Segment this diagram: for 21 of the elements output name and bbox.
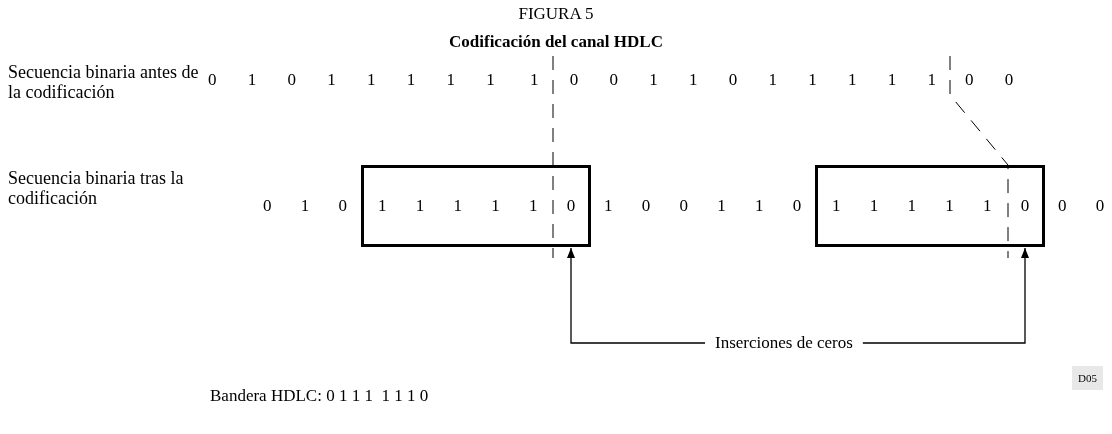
bit-sequence: 0 1 0 1 1 1 1 1 bbox=[208, 70, 495, 90]
bit-sequence: 1 1 1 1 1 bbox=[832, 196, 992, 216]
bit-sequence: 0 0 bbox=[1058, 196, 1105, 216]
bit-box bbox=[815, 165, 1045, 247]
leader-arrow bbox=[862, 247, 1030, 344]
bit-sequence: 1 1 1 1 1 bbox=[378, 196, 538, 216]
leader-arrow bbox=[566, 247, 706, 344]
row-label: Secuencia binaria tras la codificación bbox=[8, 168, 185, 208]
figure-heading: Codificación del canal HDLC bbox=[448, 32, 664, 52]
flag-note: Bandera HDLC: 0 1 1 1 1 1 1 0 bbox=[210, 386, 429, 406]
figure-title: FIGURA 5 bbox=[517, 4, 595, 24]
callout-text: Inserciones de ceros bbox=[715, 333, 853, 353]
row-label: Secuencia binaria antes de la codificación bbox=[8, 62, 200, 102]
bit-box bbox=[361, 165, 591, 247]
figure-code: D05 bbox=[1072, 366, 1103, 390]
bit-sequence: 1 0 0 1 1 0 1 1 1 1 1 bbox=[530, 70, 936, 90]
inserted-zero: 0 bbox=[564, 168, 578, 244]
bit-sequence: 1 0 0 1 1 0 bbox=[604, 196, 802, 216]
bit-sequence: 0 0 bbox=[965, 70, 1014, 90]
bit-sequence: 0 1 0 bbox=[263, 196, 347, 216]
inserted-zero: 0 bbox=[1018, 168, 1032, 244]
